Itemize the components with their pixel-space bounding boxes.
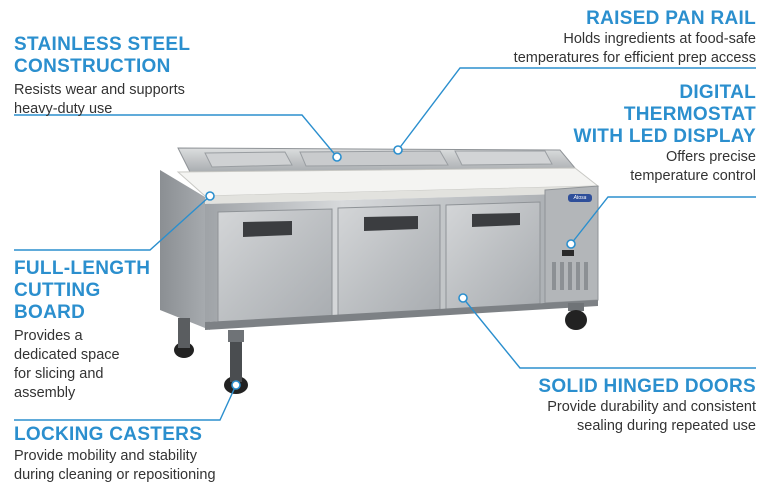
callout-line-stainless — [14, 114, 338, 158]
callout-line-doors — [462, 297, 756, 369]
callout-dot-doors — [458, 293, 468, 303]
pan-lid-right — [454, 150, 553, 166]
feature-description: Holds ingredients at food-safe temperatu… — [513, 31, 756, 66]
feature-digital-thermostat: DIGITAL THERMOSTAT WITH LED DISPLAY Offe… — [536, 82, 757, 186]
vent-grille — [552, 262, 588, 290]
feature-raised-pan-rail: RAISED PAN RAIL Holds ingredients at foo… — [456, 8, 756, 68]
callout-line-casters — [14, 384, 237, 421]
pan-lid-left — [204, 151, 293, 168]
cabinet-base — [205, 300, 598, 330]
brand-badge: Atosa — [573, 195, 587, 201]
feature-title: DIGITAL THERMOSTAT WITH LED DISPLAY — [573, 82, 756, 147]
door-handle-middle — [364, 216, 418, 231]
led-display — [562, 250, 574, 256]
callout-dot-stainless — [332, 152, 342, 162]
callout-line-pan-rail — [397, 67, 756, 151]
feature-description: Resists wear and supports heavy-duty use — [14, 82, 185, 117]
callout-line-cutting-board — [14, 195, 211, 251]
callout-line-thermostat — [570, 196, 756, 245]
feature-title: FULL-LENGTH CUTTING BOARD — [14, 258, 151, 323]
feature-title: SOLID HINGED DOORS — [538, 376, 756, 397]
caster-back-left — [174, 318, 194, 358]
brand-badge-plate — [568, 194, 592, 202]
door-handle-left — [243, 221, 292, 237]
caster-front-right — [565, 303, 587, 330]
callout-dot-thermostat — [566, 239, 576, 249]
callout-dot-casters — [231, 380, 241, 390]
feature-title: RAISED PAN RAIL — [586, 8, 756, 29]
feature-solid-hinged-doors: SOLID HINGED DOORS Provide durability an… — [456, 376, 756, 436]
callout-dot-cutting-board — [205, 191, 215, 201]
feature-title: LOCKING CASTERS — [14, 424, 203, 445]
feature-title: STAINLESS STEEL CONSTRUCTION — [14, 34, 191, 77]
feature-cutting-board: FULL-LENGTH CUTTING BOARD Provides a ded… — [14, 258, 174, 403]
feature-description: Provide mobility and stability during cl… — [14, 448, 216, 483]
callout-dot-pan-rail — [393, 145, 403, 155]
feature-stainless-steel: STAINLESS STEEL CONSTRUCTION Resists wea… — [14, 34, 254, 119]
feature-description: Offers precise temperature control — [630, 149, 756, 184]
pan-lid-middle — [299, 150, 449, 167]
left-side-panel — [160, 170, 210, 330]
cutting-board-edge — [205, 186, 598, 204]
feature-description: Provide durability and consistent sealin… — [547, 399, 756, 434]
door-handle-right — [472, 213, 520, 227]
feature-locking-casters: LOCKING CASTERS Provide mobility and sta… — [14, 424, 274, 485]
feature-description: Provides a dedicated space for slicing a… — [14, 328, 120, 401]
